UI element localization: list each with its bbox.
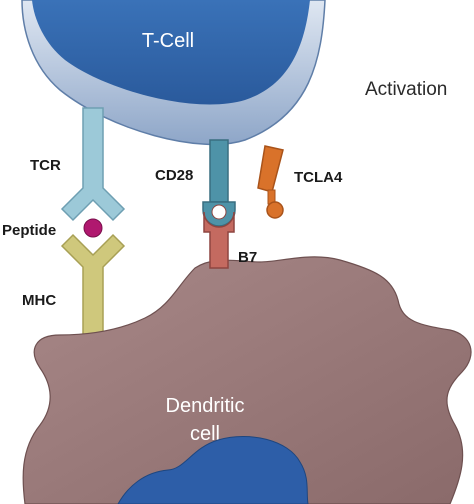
tcla4-label: TCLA4 [294, 169, 343, 186]
dendritic-cell: Dendritic cell [22, 256, 472, 504]
t-cell-label: T-Cell [142, 30, 194, 52]
cd28-label: CD28 [155, 167, 193, 184]
t-cell-body [32, 0, 310, 105]
mhc-label: MHC [22, 292, 56, 309]
mhc-molecule [60, 233, 126, 351]
peptide-dot [83, 218, 103, 238]
t-cell: T-Cell [21, 0, 326, 146]
dendritic-nucleus [117, 436, 309, 504]
tcr-label: TCR [30, 157, 61, 174]
dendritic-label-line2: cell [190, 423, 220, 445]
peptide-label: Peptide [2, 222, 56, 239]
b7-label: B7 [238, 249, 257, 266]
activation-heading: Activation [365, 79, 447, 100]
dendritic-cell-body [22, 256, 472, 504]
b7-ligand [203, 204, 235, 269]
tcr-receptor [60, 107, 126, 222]
tcla4-receptor [257, 145, 284, 219]
dendritic-label-line1: Dendritic [166, 395, 245, 417]
